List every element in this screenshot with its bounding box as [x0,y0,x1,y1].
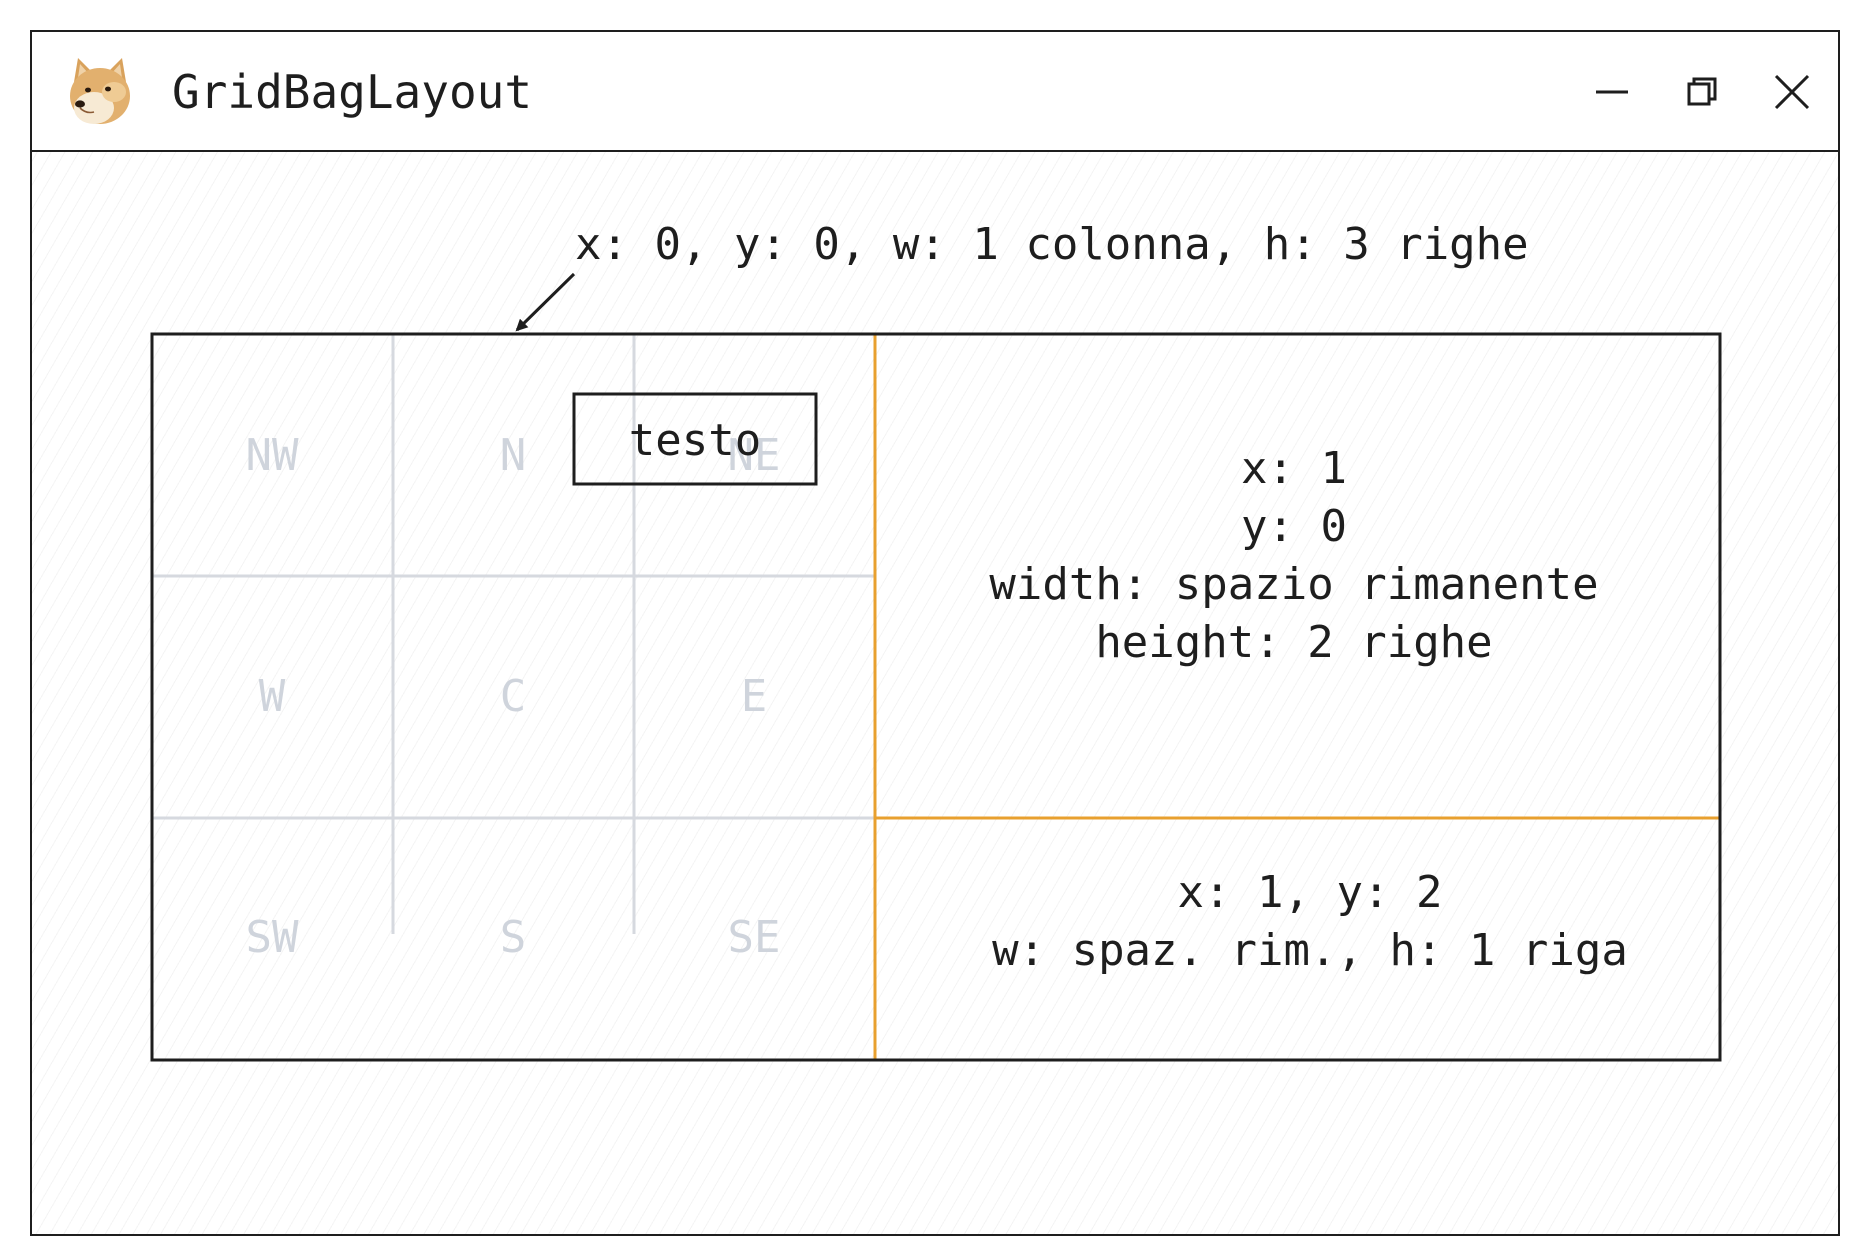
app-window: GridBagLayout [30,30,1840,1236]
restore-button[interactable] [1672,62,1732,122]
component-box [572,392,818,486]
gridbag-diagram: NW N NE W C E SW S SE testo x: 0, y: 0, … [150,219,1722,1062]
annotation-right-bottom-line-1: x: 1, y: 2 [1178,867,1443,918]
container-border [150,332,1722,1062]
cell-label-ne: NE [728,430,781,481]
close-icon [1774,74,1810,110]
cell-label-se: SE [728,912,781,963]
cell-label-w: W [259,671,286,722]
annotation-right-top-line-2: y: 0 [1241,501,1347,552]
minimize-icon [1596,90,1628,94]
annotation-right-top-line-3: width: spazio rimanente [989,559,1598,610]
window-content [32,152,1838,1234]
minimize-button[interactable] [1582,62,1642,122]
title-bar[interactable]: GridBagLayout [32,32,1838,152]
cell-label-n: N [500,430,527,481]
anchor-grid [152,334,875,934]
annotation-top: x: 0, y: 0, w: 1 colonna, h: 3 righe [575,219,1529,270]
annotation-right-top-line-4: height: 2 righe [1095,617,1492,668]
close-button[interactable] [1762,62,1822,122]
annotation-right-bottom-line-2: w: spaz. rim., h: 1 riga [992,925,1628,976]
doge-icon [70,58,130,124]
window-title: GridBagLayout [172,65,533,119]
cell-label-e: E [741,671,768,722]
annotation-right-top-line-1: x: 1 [1241,443,1347,494]
cell-label-nw: NW [246,430,299,481]
cell-label-sw: SW [246,912,299,963]
annotation-arrow [515,272,576,332]
component-label: testo [629,415,761,466]
restore-icon [1687,77,1717,106]
cell-label-c: C [500,671,527,722]
cell-label-s: S [500,912,527,963]
